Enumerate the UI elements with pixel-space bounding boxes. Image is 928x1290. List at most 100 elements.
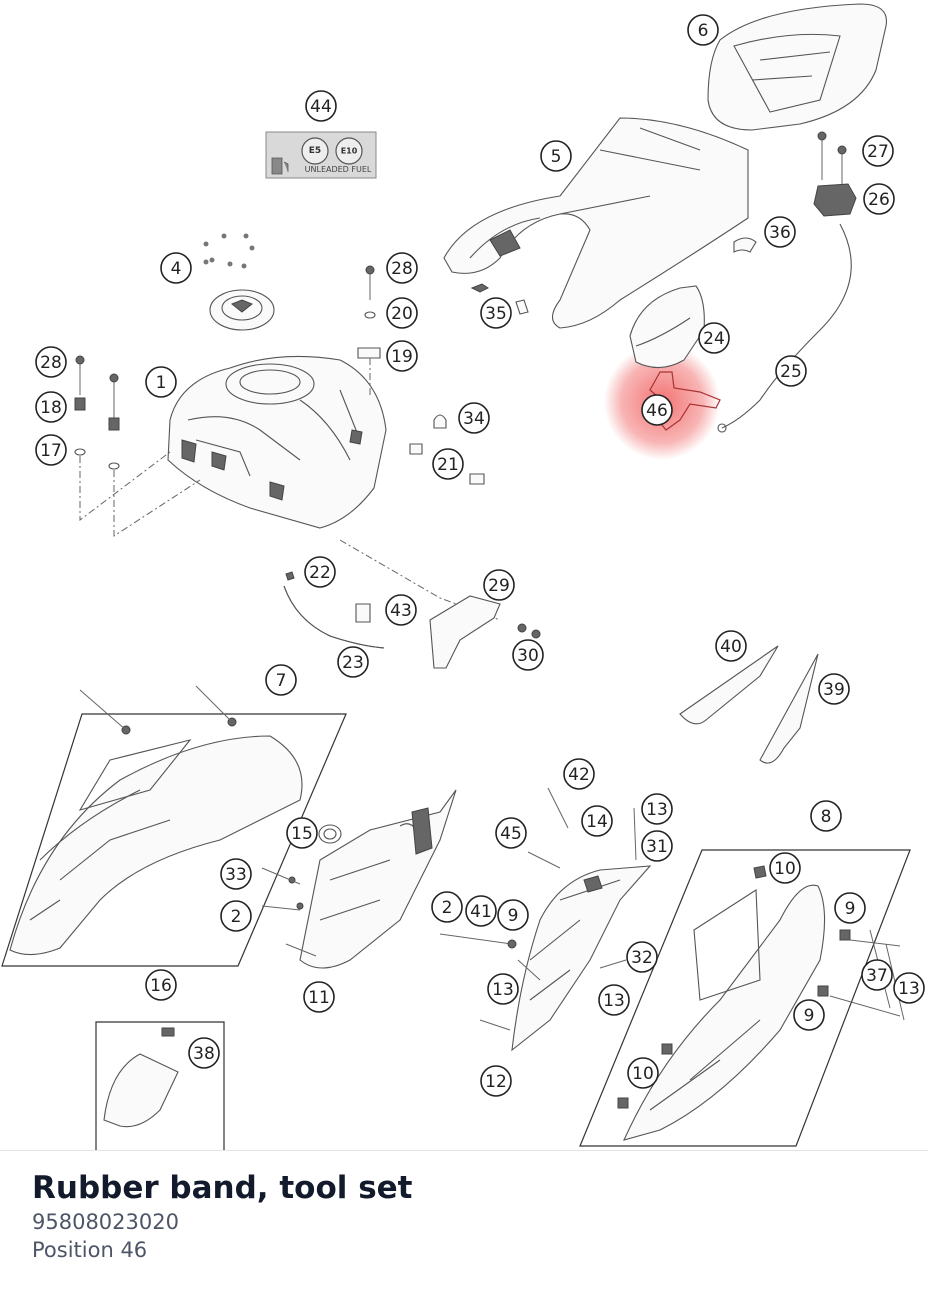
- callout-circle: [480, 1065, 512, 1097]
- callout-39[interactable]: 39: [818, 673, 850, 705]
- callout-label: 37: [866, 966, 888, 986]
- callout-42[interactable]: 42: [563, 758, 595, 790]
- callout-circle: [35, 434, 67, 466]
- callout-circle: [220, 858, 252, 890]
- callout-34[interactable]: 34: [458, 402, 490, 434]
- callout-label: 14: [586, 812, 608, 832]
- callout-5[interactable]: 5: [540, 140, 572, 172]
- callout-32[interactable]: 32: [626, 941, 658, 973]
- part-breather-hose: [283, 539, 541, 669]
- callout-45[interactable]: 45: [495, 817, 527, 849]
- callout-circle: [627, 1057, 659, 1089]
- callout-label: 12: [485, 1072, 507, 1092]
- callout-18[interactable]: 18: [35, 391, 67, 423]
- callout-label: 6: [698, 21, 709, 41]
- callout-25[interactable]: 25: [775, 355, 807, 387]
- callout-circle: [495, 817, 527, 849]
- callout-label: 18: [40, 398, 62, 418]
- callout-17[interactable]: 17: [35, 434, 67, 466]
- callout-38[interactable]: 38: [188, 1037, 220, 1069]
- callout-33[interactable]: 33: [220, 858, 252, 890]
- callout-43[interactable]: 43: [385, 594, 417, 626]
- callout-24[interactable]: 24: [698, 322, 730, 354]
- callout-label: 36: [769, 223, 791, 243]
- callout-28[interactable]: 28: [35, 346, 67, 378]
- callout-46[interactable]: 46: [641, 394, 673, 426]
- part-position: Position 46: [32, 1238, 148, 1262]
- callout-14[interactable]: 14: [581, 805, 613, 837]
- callout-29[interactable]: 29: [483, 569, 515, 601]
- callout-circle: [861, 959, 893, 991]
- callout-circle: [769, 852, 801, 884]
- callout-44[interactable]: 44: [305, 90, 337, 122]
- callout-circle: [465, 895, 497, 927]
- callout-circle: [483, 569, 515, 601]
- callout-circle: [304, 556, 336, 588]
- callout-4[interactable]: 4: [160, 252, 192, 284]
- callout-30[interactable]: 30: [512, 639, 544, 671]
- callout-19[interactable]: 19: [386, 340, 418, 372]
- callout-13[interactable]: 13: [598, 984, 630, 1016]
- callout-8[interactable]: 8: [810, 800, 842, 832]
- callout-2[interactable]: 2: [220, 900, 252, 932]
- callout-11[interactable]: 11: [303, 981, 335, 1013]
- callout-10[interactable]: 10: [769, 852, 801, 884]
- callout-label: 39: [823, 680, 845, 700]
- callout-1[interactable]: 1: [145, 366, 177, 398]
- callout-9[interactable]: 9: [793, 999, 825, 1031]
- callout-label: 15: [291, 824, 313, 844]
- callout-15[interactable]: 15: [286, 817, 318, 849]
- part-radiator-spoiler: [261, 789, 457, 969]
- callout-label: 34: [463, 409, 485, 429]
- callout-37[interactable]: 37: [861, 959, 893, 991]
- callout-13[interactable]: 13: [641, 793, 673, 825]
- callout-circle: [775, 355, 807, 387]
- part-side-cover-left: [1, 685, 347, 967]
- callout-20[interactable]: 20: [386, 297, 418, 329]
- callout-22[interactable]: 22: [304, 556, 336, 588]
- callout-26[interactable]: 26: [863, 183, 895, 215]
- callout-circle: [385, 594, 417, 626]
- callout-label: 13: [646, 800, 668, 820]
- callout-16[interactable]: 16: [145, 969, 177, 1001]
- callout-label: 26: [868, 190, 890, 210]
- callout-label: 13: [603, 991, 625, 1011]
- callout-12[interactable]: 12: [480, 1065, 512, 1097]
- callout-10[interactable]: 10: [627, 1057, 659, 1089]
- callout-28[interactable]: 28: [386, 252, 418, 284]
- callout-13[interactable]: 13: [487, 973, 519, 1005]
- part-title: Rubber band, tool set: [32, 1170, 413, 1206]
- callout-label: 25: [780, 362, 802, 382]
- callout-circle: [581, 805, 613, 837]
- callout-circle: [863, 183, 895, 215]
- callout-circle: [145, 969, 177, 1001]
- callout-13[interactable]: 13: [893, 972, 925, 1004]
- callout-23[interactable]: 23: [337, 646, 369, 678]
- callout-7[interactable]: 7: [265, 664, 297, 696]
- callout-2[interactable]: 2: [431, 891, 463, 923]
- callout-21[interactable]: 21: [432, 448, 464, 480]
- part-info-panel: Rubber band, tool set 95808023020 Positi…: [32, 1168, 892, 1264]
- callout-27[interactable]: 27: [862, 135, 894, 167]
- callout-label: 30: [517, 646, 539, 666]
- callout-35[interactable]: 35: [480, 297, 512, 329]
- callout-40[interactable]: 40: [715, 630, 747, 662]
- callout-9[interactable]: 9: [497, 899, 529, 931]
- part-front-panel: [439, 787, 652, 1052]
- callout-label: 28: [391, 259, 413, 279]
- callout-circle: [834, 892, 866, 924]
- part-pillion-seat: [707, 3, 888, 131]
- callout-6[interactable]: 6: [687, 14, 719, 46]
- part-tank-bracket: [357, 265, 381, 396]
- part-small-cover-16: [95, 1021, 225, 1150]
- callout-circle: [512, 639, 544, 671]
- callout-circle: [818, 673, 850, 705]
- callout-31[interactable]: 31: [641, 830, 673, 862]
- callout-36[interactable]: 36: [764, 216, 796, 248]
- callout-label: 10: [774, 859, 796, 879]
- callout-41[interactable]: 41: [465, 895, 497, 927]
- callout-label: 13: [492, 980, 514, 1000]
- callout-9[interactable]: 9: [834, 892, 866, 924]
- callout-label: 19: [391, 347, 413, 367]
